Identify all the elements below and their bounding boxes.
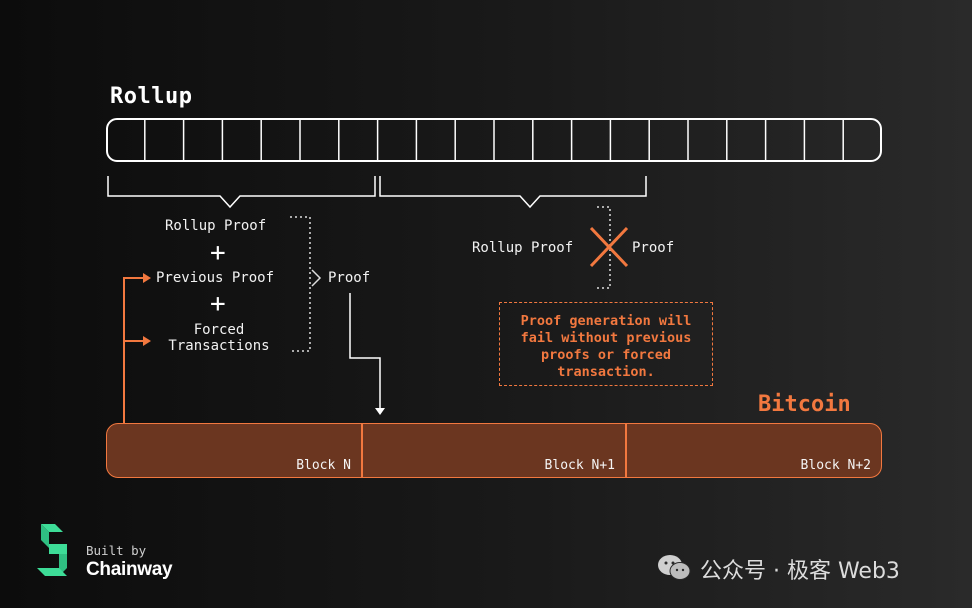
rollup-proof-label-right: Rollup Proof <box>472 240 574 256</box>
arrow-right-icon-forced <box>143 336 151 346</box>
chainway-wordmark: Chainway <box>86 559 173 580</box>
cross-icon <box>589 226 629 268</box>
proof-to-block-line <box>349 293 381 409</box>
block-label: Block N+2 <box>800 458 871 473</box>
proof-output-label-right: Proof <box>632 240 675 256</box>
chainway-logo-icon <box>37 524 67 576</box>
rollup-proof-label: Rollup Proof <box>165 218 267 234</box>
left-bracket-tip <box>311 269 322 287</box>
arrow-right-icon-previous <box>143 273 151 283</box>
plus-icon: + <box>210 289 226 319</box>
bitcoin-block-n2: Block N+2 <box>626 423 882 478</box>
block-label: Block N+1 <box>544 458 615 473</box>
left-dotted-bracket <box>290 216 311 352</box>
plus-icon: + <box>210 238 226 268</box>
failure-note: Proof generation will fail without previ… <box>499 302 713 386</box>
feedback-line-orange <box>123 277 143 423</box>
rollup-batch-strip <box>106 118 882 162</box>
bitcoin-block-n1: Block N+1 <box>362 423 626 478</box>
proof-output-label: Proof <box>328 270 371 286</box>
bitcoin-title: Bitcoin <box>758 392 851 417</box>
watermark-text: 公众号 · 极客 Web3 <box>700 559 900 584</box>
previous-proof-label: Previous Proof <box>156 270 275 286</box>
right-dotted-bracket <box>597 206 611 289</box>
rollup-title: Rollup <box>110 84 193 109</box>
forced-transactions-label: Forced Transactions <box>168 322 270 354</box>
built-by-label: Built by <box>86 543 147 558</box>
left-brace <box>107 176 376 209</box>
arrow-down-icon <box>375 408 385 415</box>
block-label: Block N <box>296 458 351 473</box>
right-brace <box>379 176 647 209</box>
wechat-icon <box>658 555 691 580</box>
bitcoin-block-n: Block N <box>106 423 362 478</box>
